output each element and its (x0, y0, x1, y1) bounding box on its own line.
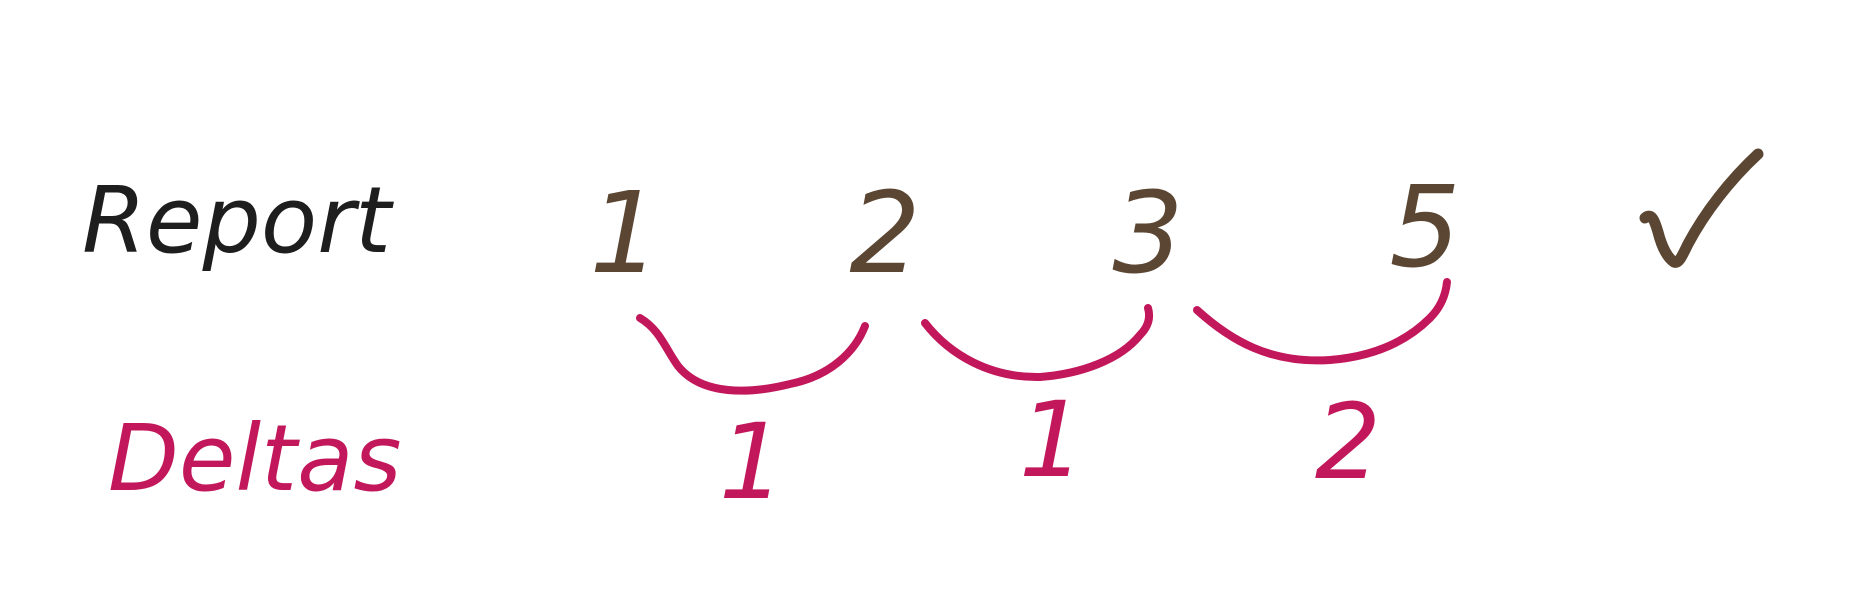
delta-value-1: 1 (719, 401, 785, 523)
delta-arc-3 (1193, 278, 1451, 365)
delta-value-3: 2 (1315, 381, 1381, 503)
checkmark-icon (1639, 148, 1764, 268)
report-value-2: 2 (849, 169, 920, 299)
report-value-4: 5 (1389, 163, 1460, 293)
delta-value-2: 1 (1019, 379, 1085, 501)
deltas-row-label: Deltas (108, 405, 401, 512)
report-value-1: 1 (589, 169, 660, 299)
delta-arc-1 (636, 314, 869, 395)
delta-arc-2 (921, 304, 1153, 382)
report-value-3: 3 (1112, 169, 1183, 299)
report-row-label: Report (82, 167, 394, 274)
